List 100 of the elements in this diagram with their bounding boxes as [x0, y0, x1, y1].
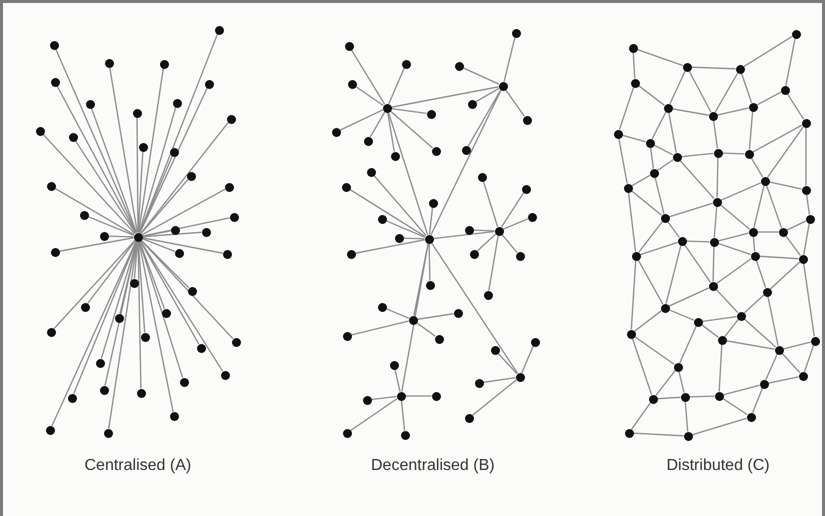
- connection-line: [54, 188, 134, 236]
- connection-line: [668, 309, 694, 321]
- network-node: [626, 330, 636, 338]
- connection-line: [138, 107, 176, 233]
- panel-caption: Decentralised (B): [371, 457, 495, 475]
- connection-line: [702, 316, 737, 322]
- connection-line: [681, 152, 714, 158]
- network-node: [136, 388, 146, 398]
- connection-line: [803, 263, 815, 337]
- connection-line: [468, 90, 502, 146]
- network-node: [68, 394, 76, 402]
- connection-line: [632, 174, 650, 186]
- network-node: [390, 360, 398, 370]
- connection-line: [138, 68, 164, 233]
- network-node: [748, 102, 758, 112]
- network-node: [454, 308, 462, 318]
- network-node: [170, 226, 180, 234]
- network-node: [364, 136, 372, 146]
- network-node: [400, 430, 410, 440]
- connection-line: [633, 432, 684, 436]
- connection-line: [669, 70, 686, 104]
- panel-caption: Distributed (C): [666, 457, 770, 475]
- network-node: [632, 252, 640, 260]
- network-node: [708, 112, 718, 120]
- connection-line: [42, 134, 136, 234]
- connection-line: [714, 206, 718, 238]
- connection-line: [502, 218, 528, 230]
- connection-line: [56, 86, 136, 234]
- network-node: [744, 150, 754, 158]
- network-node: [528, 212, 536, 222]
- connection-line: [462, 67, 500, 85]
- network-node: [522, 184, 530, 194]
- network-node: [172, 98, 182, 108]
- connection-line: [351, 320, 409, 336]
- network-node: [224, 182, 234, 192]
- connection-line: [720, 182, 762, 201]
- network-node: [648, 394, 658, 404]
- network-node: [660, 304, 670, 312]
- network-node: [382, 104, 392, 112]
- network-node: [498, 82, 508, 90]
- connection-line: [483, 377, 516, 383]
- connection-line: [717, 107, 749, 116]
- panel-caption: Centralised (A): [84, 457, 192, 475]
- network-node: [130, 278, 138, 288]
- network-node: [362, 396, 372, 404]
- network-node: [204, 80, 214, 88]
- network-node: [494, 226, 504, 236]
- connection-line: [388, 68, 405, 104]
- network-node: [464, 414, 474, 422]
- network-node: [46, 182, 56, 190]
- network-node: [470, 250, 478, 258]
- connection-line: [498, 352, 518, 374]
- connection-line: [759, 256, 799, 260]
- network-node: [138, 142, 148, 152]
- network-node: [474, 378, 484, 388]
- network-node: [678, 236, 686, 246]
- connection-line: [138, 241, 174, 412]
- connection-line: [628, 192, 636, 252]
- network-node: [684, 432, 692, 440]
- network-node: [80, 302, 90, 312]
- connection-line: [758, 231, 778, 233]
- network-node: [778, 228, 788, 236]
- network-node: [484, 290, 492, 300]
- connection-line: [340, 109, 384, 131]
- connection-line: [756, 260, 766, 288]
- connection-line: [722, 152, 745, 155]
- network-node: [798, 254, 808, 264]
- network-node: [50, 40, 58, 50]
- network-node: [718, 336, 726, 344]
- network-node: [650, 168, 658, 178]
- connection-line: [720, 204, 750, 230]
- connection-line: [718, 232, 749, 242]
- network-node: [694, 318, 702, 326]
- connection-line: [638, 221, 663, 253]
- connection-line: [355, 86, 384, 106]
- connection-line: [433, 230, 495, 240]
- connection-line: [473, 229, 495, 232]
- connection-line: [712, 246, 715, 282]
- network-node: [162, 308, 170, 318]
- connection-line: [668, 287, 710, 307]
- network-node: [630, 78, 640, 88]
- network-node: [454, 62, 464, 70]
- connection-line: [786, 220, 806, 231]
- connection-line: [140, 240, 224, 372]
- connection-line: [782, 352, 800, 374]
- connection-line: [140, 240, 234, 340]
- connection-line: [743, 36, 793, 68]
- connection-line: [740, 73, 752, 103]
- network-node: [36, 126, 44, 136]
- connection-line: [417, 313, 454, 320]
- connection-line: [503, 37, 516, 82]
- network-node: [174, 248, 184, 258]
- network-node: [46, 328, 56, 336]
- connection-line: [691, 66, 736, 70]
- network-node: [100, 386, 108, 394]
- network-node: [760, 380, 768, 388]
- connection-line: [400, 400, 406, 431]
- network-node: [530, 338, 540, 346]
- connection-line: [59, 237, 134, 252]
- connection-line: [636, 48, 684, 66]
